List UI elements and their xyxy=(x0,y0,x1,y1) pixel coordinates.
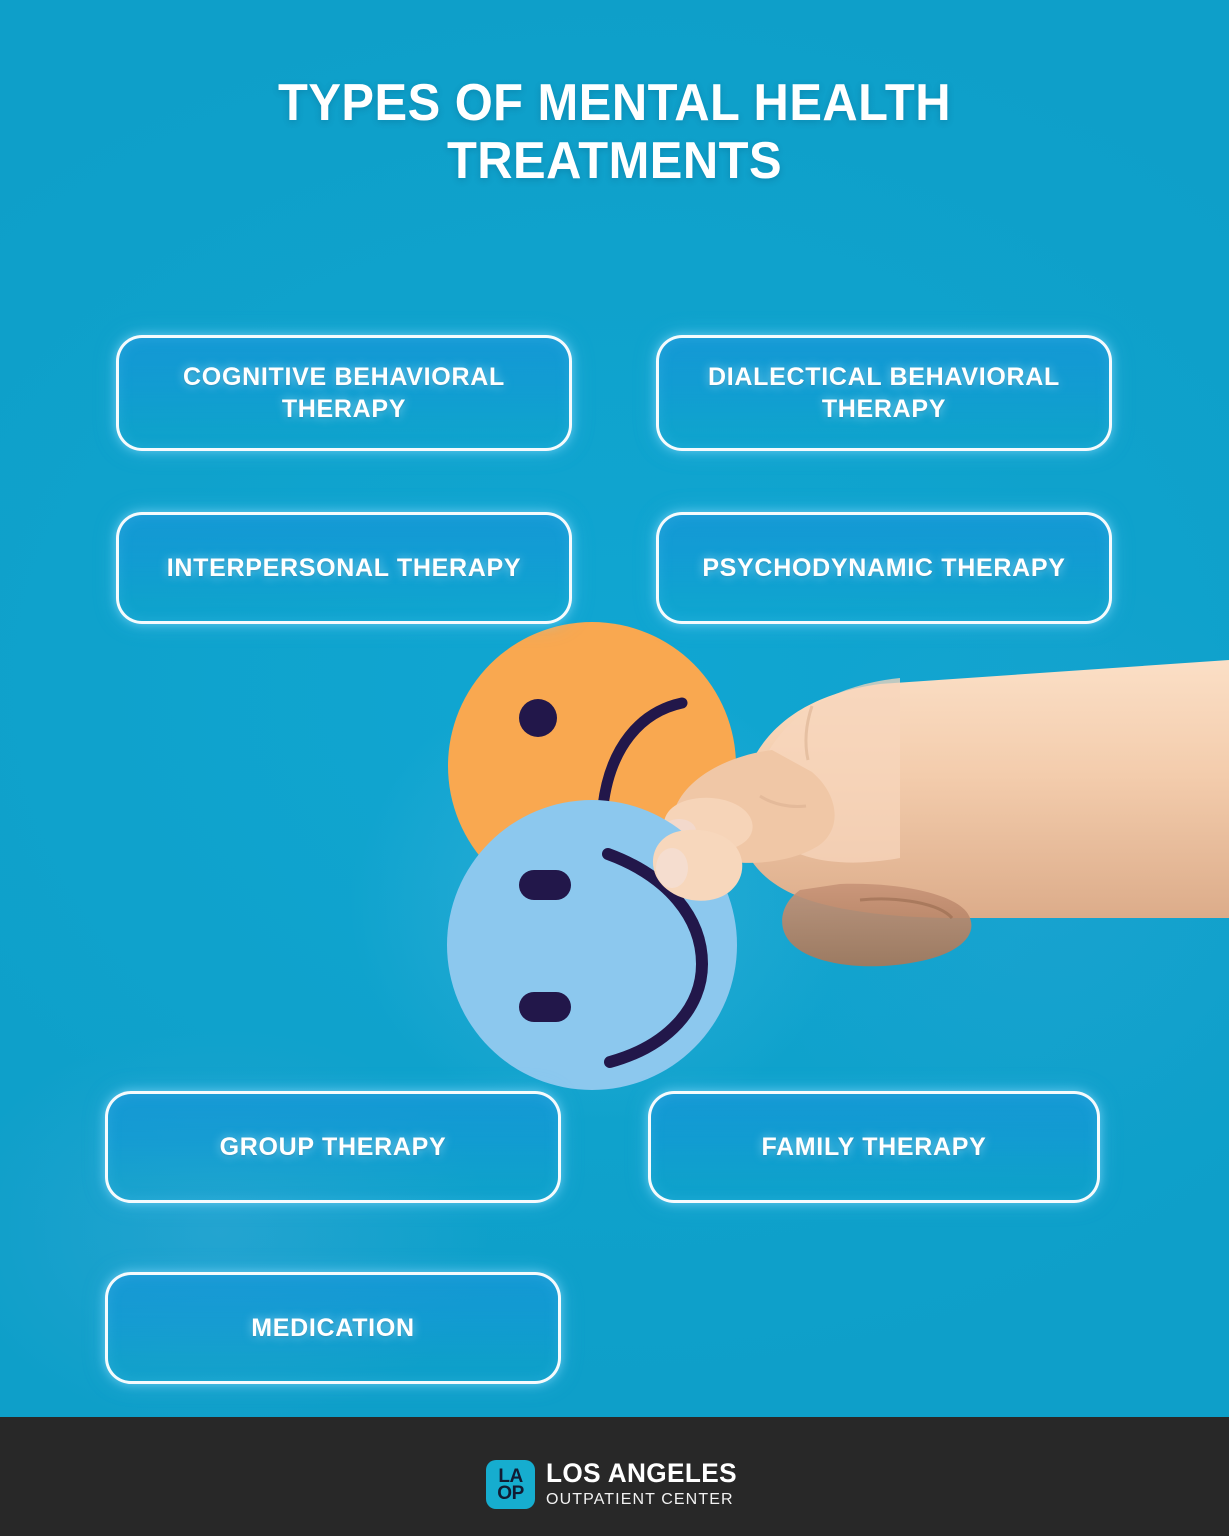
treatment-label: GROUP THERAPY xyxy=(219,1133,447,1161)
brand-text: LOS ANGELES OUTPATIENT CENTER xyxy=(546,1460,743,1509)
brand-logo[interactable]: LA OP LOS ANGELES OUTPATIENT CENTER xyxy=(486,1460,743,1509)
treatment-label: INTERPERSONAL THERAPY xyxy=(166,554,522,582)
laop-logo-mark-icon: LA OP xyxy=(486,1460,536,1509)
treatment-label: PSYCHODYNAMIC THERAPY xyxy=(702,554,1066,582)
treatment-label: MEDICATION xyxy=(251,1314,415,1342)
logo-mark-line1: LA xyxy=(498,1466,523,1487)
treatment-box-psychodynamic-therapy[interactable]: PSYCHODYNAMIC THERAPY xyxy=(656,512,1112,624)
treatment-box-medication[interactable]: MEDICATION xyxy=(105,1272,561,1384)
org-subtitle: OUTPATIENT CENTER xyxy=(546,1491,734,1508)
treatment-box-dialectical-behavioral-therapy[interactable]: DIALECTICAL BEHAVIORAL THERAPY xyxy=(656,335,1112,451)
treatment-box-cognitive-behavioral-therapy[interactable]: COGNITIVE BEHAVIORAL THERAPY xyxy=(116,335,572,451)
org-name: LOS ANGELES xyxy=(546,1458,738,1488)
treatment-box-family-therapy[interactable]: FAMILY THERAPY xyxy=(648,1091,1100,1203)
treatment-box-interpersonal-therapy[interactable]: INTERPERSONAL THERAPY xyxy=(116,512,572,624)
page-title: TYPES OF MENTAL HEALTH TREATMENTS xyxy=(278,74,951,191)
treatment-label: DIALECTICAL BEHAVIORAL THERAPY xyxy=(708,363,1060,423)
logo-mark-line2: OP xyxy=(497,1483,524,1504)
footer: LA OP LOS ANGELES OUTPATIENT CENTER xyxy=(0,1417,1229,1536)
treatment-label: COGNITIVE BEHAVIORAL THERAPY xyxy=(183,363,505,423)
treatment-label: FAMILY THERAPY xyxy=(761,1133,987,1161)
treatment-box-group-therapy[interactable]: GROUP THERAPY xyxy=(105,1091,561,1203)
